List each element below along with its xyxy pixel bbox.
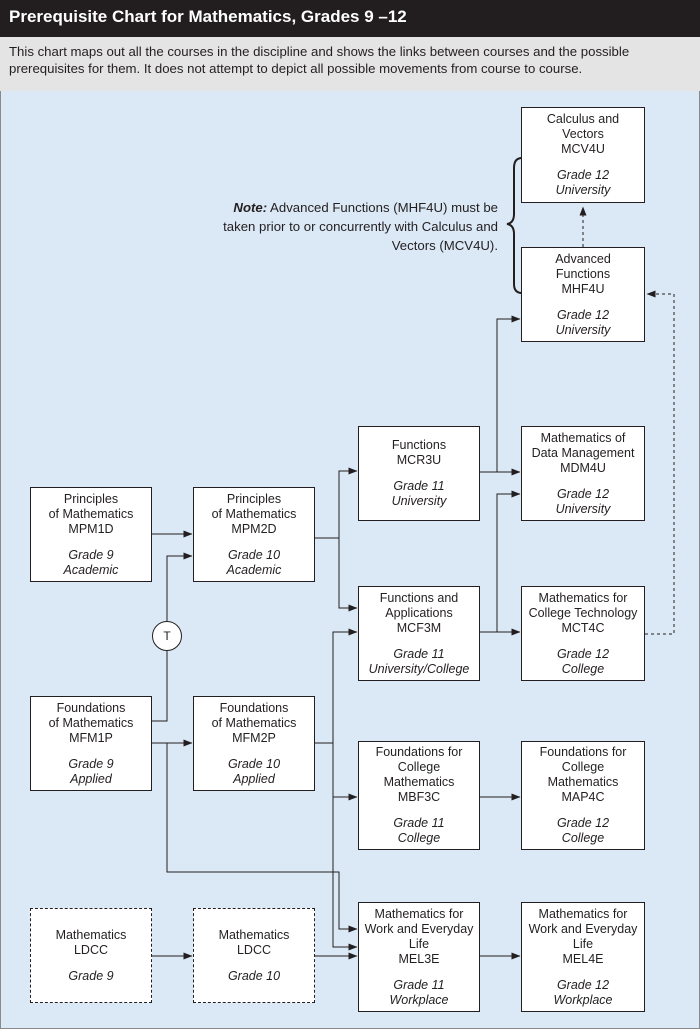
course-code: MAP4C bbox=[561, 790, 605, 804]
arrow-mpm2d-mcr3u bbox=[315, 467, 358, 539]
course-grade: Grade 12 bbox=[556, 486, 610, 501]
arrow-mfm2p-mbf3c bbox=[332, 743, 358, 801]
arrow-mfm2p-mel3e bbox=[332, 797, 358, 951]
course-code: MEL3E bbox=[398, 951, 440, 966]
course-code: MCV4U bbox=[561, 142, 605, 156]
course-grade: Grade 9 bbox=[68, 968, 114, 983]
course-name: Calculus and Vectors bbox=[546, 112, 620, 141]
course-pathway: University bbox=[555, 322, 611, 337]
note-text: Advanced Functions (MHF4U) must be taken… bbox=[223, 200, 498, 253]
course-pathway: Academic bbox=[226, 562, 282, 577]
course-grade: Grade 12 bbox=[556, 977, 610, 992]
course-name: Mathematics for College Technology bbox=[528, 590, 638, 620]
course-name: Foundations of Mathematics bbox=[211, 700, 297, 730]
course-grade: Grade 12 bbox=[556, 646, 610, 661]
course-name: Mathematics bbox=[218, 927, 290, 942]
note-label: Note: bbox=[233, 200, 268, 215]
course-mfm1p: Foundations of Mathematics MFM1P Grade 9… bbox=[30, 696, 152, 791]
course-pathway: College bbox=[397, 831, 441, 845]
course-grade: Grade 10 bbox=[227, 756, 281, 771]
course-grade: Grade 12 bbox=[556, 307, 610, 322]
course-ldcc-grade10: Mathematics LDCC Grade 10 bbox=[193, 908, 315, 1003]
page-title: Prerequisite Chart for Mathematics, Grad… bbox=[0, 0, 700, 37]
arrow-mct4c-mhf4u-dashed bbox=[645, 290, 675, 635]
course-code: MEL4E bbox=[562, 951, 604, 966]
intro-text: This chart maps out all the courses in t… bbox=[0, 37, 700, 91]
course-name: Foundations of Mathematics bbox=[48, 700, 134, 730]
course-code: MFM2P bbox=[232, 730, 276, 745]
course-name: Principles of Mathematics bbox=[48, 491, 134, 521]
course-name: Mathematics for Work and Everyday Life bbox=[364, 906, 474, 951]
course-name: Foundations for College Mathematics bbox=[375, 745, 463, 789]
course-name: Functions and Applications bbox=[379, 590, 459, 620]
course-pathway: University/College bbox=[368, 661, 470, 676]
course-grade: Grade 12 bbox=[556, 168, 610, 182]
course-pathway: University bbox=[391, 494, 447, 508]
course-name: Advanced Functions bbox=[555, 251, 611, 281]
course-pathway: Academic bbox=[63, 562, 119, 577]
course-pathway: University bbox=[555, 501, 611, 516]
arrow-mfm1p-mel3e bbox=[166, 743, 358, 933]
course-name: Principles of Mathematics bbox=[211, 491, 297, 521]
course-name: Mathematics for Work and Everyday Life bbox=[528, 906, 638, 951]
course-name: Foundations for College Mathematics bbox=[539, 745, 627, 789]
course-name: Functions bbox=[391, 438, 447, 452]
course-mpm2d: Principles of Mathematics MPM2D Grade 10… bbox=[193, 487, 315, 582]
course-mhf4u: Advanced Functions MHF4U Grade 12 Univer… bbox=[521, 247, 645, 342]
course-mpm1d: Principles of Mathematics MPM1D Grade 9 … bbox=[30, 487, 152, 582]
course-name: Mathematics of Data Management bbox=[531, 430, 635, 460]
course-grade: Grade 9 bbox=[68, 756, 114, 771]
note: Note: Advanced Functions (MHF4U) must be… bbox=[222, 198, 498, 255]
course-code: MCF3M bbox=[396, 620, 442, 635]
course-pathway: College bbox=[561, 831, 605, 845]
course-grade: Grade 11 bbox=[393, 816, 445, 830]
course-pathway: Workplace bbox=[389, 992, 449, 1007]
course-code: LDCC bbox=[236, 942, 272, 957]
transfer-node: T bbox=[152, 621, 182, 651]
course-grade: Grade 12 bbox=[556, 816, 610, 830]
course-pathway: University bbox=[555, 183, 611, 197]
course-code: MPM2D bbox=[231, 521, 277, 536]
course-mct4c: Mathematics for College Technology MCT4C… bbox=[521, 586, 645, 681]
course-pathway: Applied bbox=[70, 771, 112, 786]
course-code: MDM4U bbox=[560, 460, 606, 475]
course-code: MBF3C bbox=[397, 790, 441, 804]
arrow-mpm2d-mcf3m bbox=[338, 538, 358, 612]
course-code: LDCC bbox=[73, 942, 109, 957]
course-code: MCR3U bbox=[396, 453, 442, 467]
course-grade: Grade 9 bbox=[68, 547, 114, 562]
course-mfm2p: Foundations of Mathematics MFM2P Grade 1… bbox=[193, 696, 315, 791]
course-code: MHF4U bbox=[561, 281, 605, 296]
course-mcr3u: Functions MCR3U Grade 11 University bbox=[358, 426, 480, 521]
course-map4c: Foundations for College Mathematics MAP4… bbox=[521, 741, 645, 850]
course-code: MCT4C bbox=[561, 620, 605, 635]
course-name: Mathematics bbox=[55, 927, 127, 942]
course-mel3e: Mathematics for Work and Everyday Life M… bbox=[358, 902, 480, 1012]
course-mcv4u: Calculus and Vectors MCV4U Grade 12 Univ… bbox=[521, 107, 645, 203]
course-pathway: Workplace bbox=[553, 992, 613, 1007]
course-grade: Grade 11 bbox=[393, 977, 445, 992]
course-pathway: College bbox=[561, 661, 605, 676]
arrow-mcr3u-mhf4u bbox=[480, 315, 521, 473]
course-mcf3m: Functions and Applications MCF3M Grade 1… bbox=[358, 586, 480, 681]
course-pathway: Applied bbox=[233, 771, 275, 786]
arrow-mfm2p-mcf3m bbox=[315, 628, 358, 744]
course-grade: Grade 10 bbox=[227, 547, 281, 562]
course-mel4e: Mathematics for Work and Everyday Life M… bbox=[521, 902, 645, 1012]
course-ldcc-grade9: Mathematics LDCC Grade 9 bbox=[30, 908, 152, 1003]
course-mbf3c: Foundations for College Mathematics MBF3… bbox=[358, 741, 480, 850]
note-brace bbox=[506, 157, 523, 294]
course-code: MPM1D bbox=[68, 521, 114, 536]
course-code: MFM1P bbox=[69, 730, 113, 745]
arrow-mcf3m-mdm4u bbox=[480, 490, 521, 633]
course-grade: Grade 11 bbox=[393, 646, 445, 661]
course-grade: Grade 11 bbox=[393, 479, 445, 493]
course-grade: Grade 10 bbox=[227, 968, 281, 983]
course-mdm4u: Mathematics of Data Management MDM4U Gra… bbox=[521, 426, 645, 521]
